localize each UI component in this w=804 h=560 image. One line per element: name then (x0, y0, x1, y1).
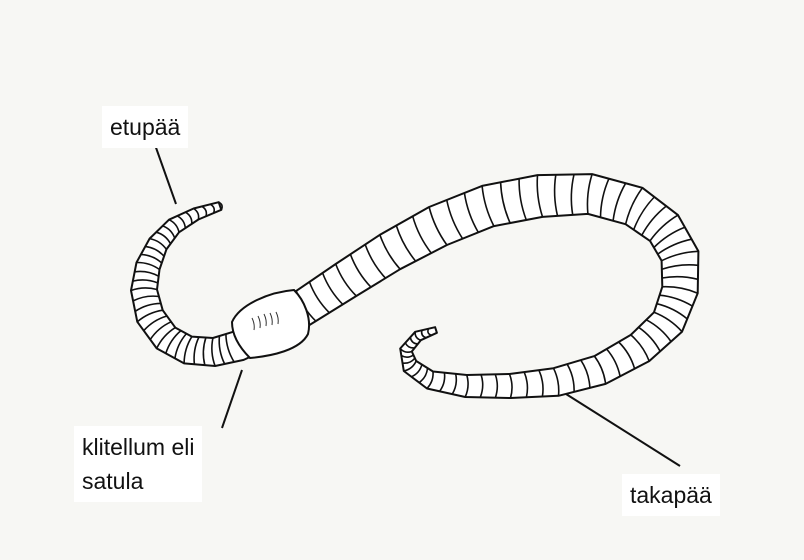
label-clitellum-line1: klitellum eli (82, 430, 194, 464)
label-rear-end-text: takapää (630, 482, 712, 508)
label-clitellum-line2: satula (82, 464, 194, 498)
pointer-line-rear (566, 394, 680, 466)
label-front-end-text: etupää (110, 114, 180, 140)
label-clitellum: klitellum eli satula (74, 426, 202, 502)
pointer-line-front (154, 142, 176, 204)
clitellum-saddle (232, 290, 309, 358)
label-front-end: etupää (102, 106, 188, 148)
pointer-line-clitellum (222, 370, 242, 428)
label-rear-end: takapää (622, 474, 720, 516)
